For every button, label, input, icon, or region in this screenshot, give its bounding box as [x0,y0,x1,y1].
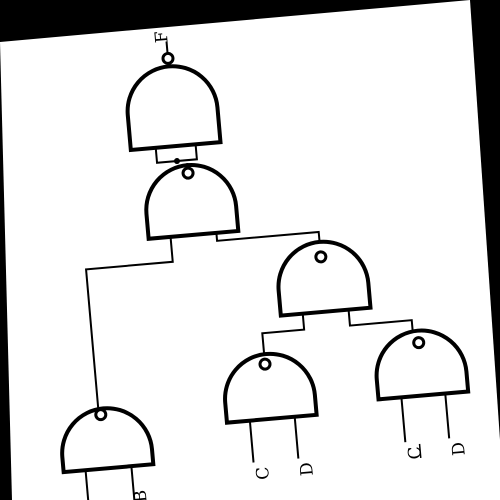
nand-gate-cd: C D [223,351,319,481]
input-label-b: B [131,489,152,500]
nand-gate-bottom-left: B [60,406,156,500]
right-gate-bubble [314,250,328,264]
wire-right-left [261,313,306,360]
wire-middle-left [84,236,174,410]
bottom-left-gate-bubble [94,408,108,422]
cd-gate-bubble [258,357,272,371]
nand-gate-middle [144,162,241,241]
input-label-c: C [253,466,274,481]
wire-right-right [347,309,415,339]
ncd-gate-bubble [412,336,426,350]
middle-gate-bubble [181,166,195,180]
output-bubble [161,51,175,65]
input-label-d: D [297,461,318,476]
input-label-c-bar: C [405,446,426,461]
c-bar-overline [418,443,422,458]
nand-gate-ncd: C D [374,328,471,461]
nand-gate-top: F [125,30,223,153]
circuit: F B [60,30,471,500]
nand-gate-right [276,239,373,318]
output-label-f: F [152,30,173,44]
input-label-d2: D [449,441,470,456]
